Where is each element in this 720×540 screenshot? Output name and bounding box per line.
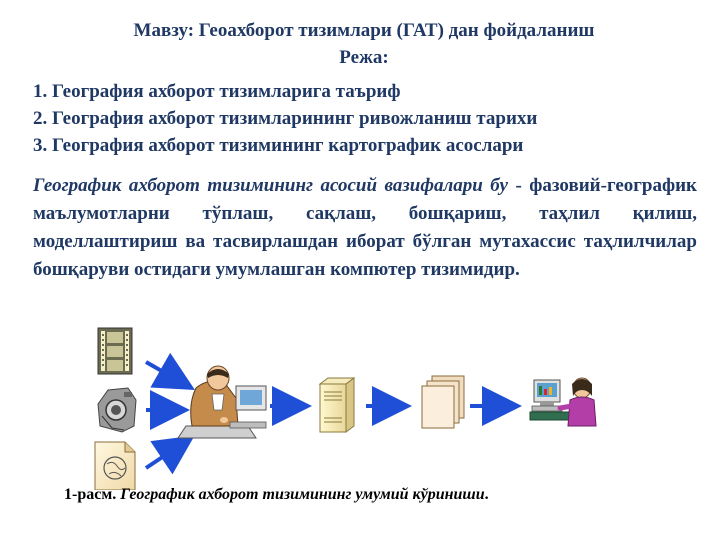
plan-item: 2. География ахборот тизимларининг ривож…: [33, 108, 538, 129]
gis-overview-diagram: [94, 327, 597, 490]
map-document-icon: [94, 441, 136, 490]
plan-item: 3. География ахборот тизимининг картогра…: [33, 135, 524, 156]
plan-list: 1. География ахборот тизимларига таъриф …: [33, 78, 537, 159]
film-icon: [97, 327, 133, 375]
user-at-workstation-icon: [529, 377, 597, 427]
caption-text: Географик ахборот тизимининг умумий кўри…: [120, 486, 485, 503]
plan-heading: Режа:: [339, 47, 389, 68]
definition-body: - фазовий-географик маълумотларни тўплаш…: [33, 175, 697, 280]
figure-caption: 1-расм. Географик ахборот тизимининг уму…: [64, 484, 489, 506]
arrow: [144, 435, 195, 475]
server-icon: [318, 377, 356, 433]
camera-icon: [97, 387, 137, 433]
definition-paragraph: Географик ахборот тизимининг асосий вази…: [33, 172, 697, 284]
caption-label: 1-расм.: [64, 486, 117, 503]
plan-item: 1. География ахборот тизимларига таъриф: [33, 81, 401, 102]
slide-title: Мавзу: Геоахборот тизимлари (ГАТ) дан фо…: [133, 20, 595, 41]
arrow: [145, 352, 195, 390]
caption-end: .: [484, 486, 489, 503]
documents-stack-icon: [421, 375, 465, 429]
analyst-at-computer-icon: [177, 365, 267, 439]
definition-term: Географик ахборот тизимининг асосий вази…: [33, 175, 508, 196]
